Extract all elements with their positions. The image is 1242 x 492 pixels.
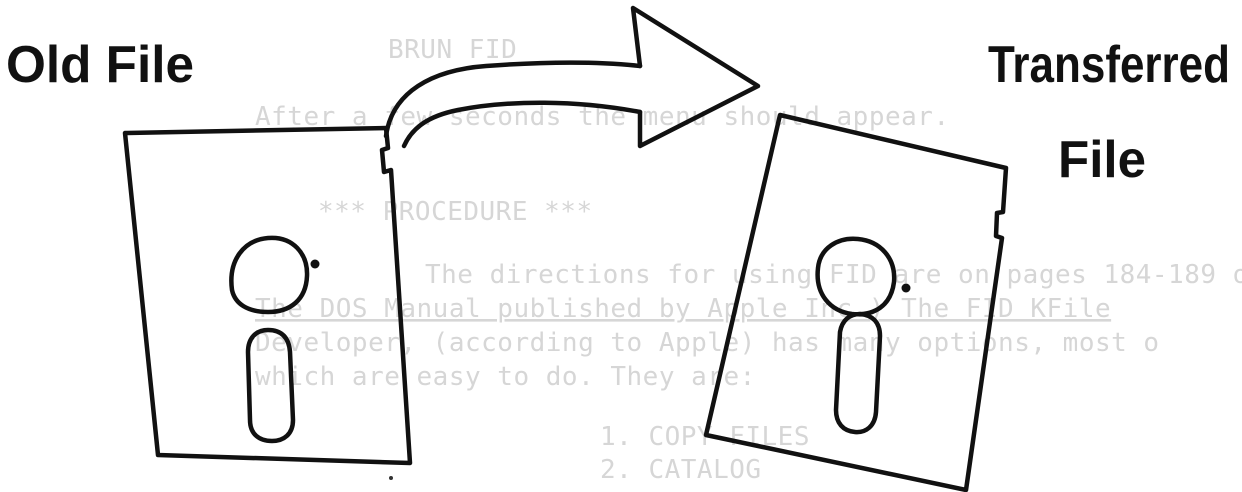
index-hole [311, 260, 320, 269]
ghost-line-9: 2. CATALOG [600, 455, 762, 485]
ghost-line-5: The DOS Manual published by Apple Inc.) … [255, 294, 1111, 324]
ghost-line-6: Developer, (according to Apple) has many… [255, 328, 1160, 358]
ghost-line-7: which are easy to do. They are: [255, 362, 756, 392]
ink-speck [389, 476, 393, 480]
file-label: File [1058, 131, 1146, 189]
old-file-label: Old File [6, 36, 194, 94]
index-hole [902, 284, 911, 293]
transferred-label: Transferred [988, 36, 1230, 94]
ghost-line-3: *** PROCEDURE *** [318, 197, 593, 227]
ghost-line-1: BRUN FID [388, 35, 517, 65]
ghost-line-4: The directions for using FID are on page… [425, 260, 1242, 290]
